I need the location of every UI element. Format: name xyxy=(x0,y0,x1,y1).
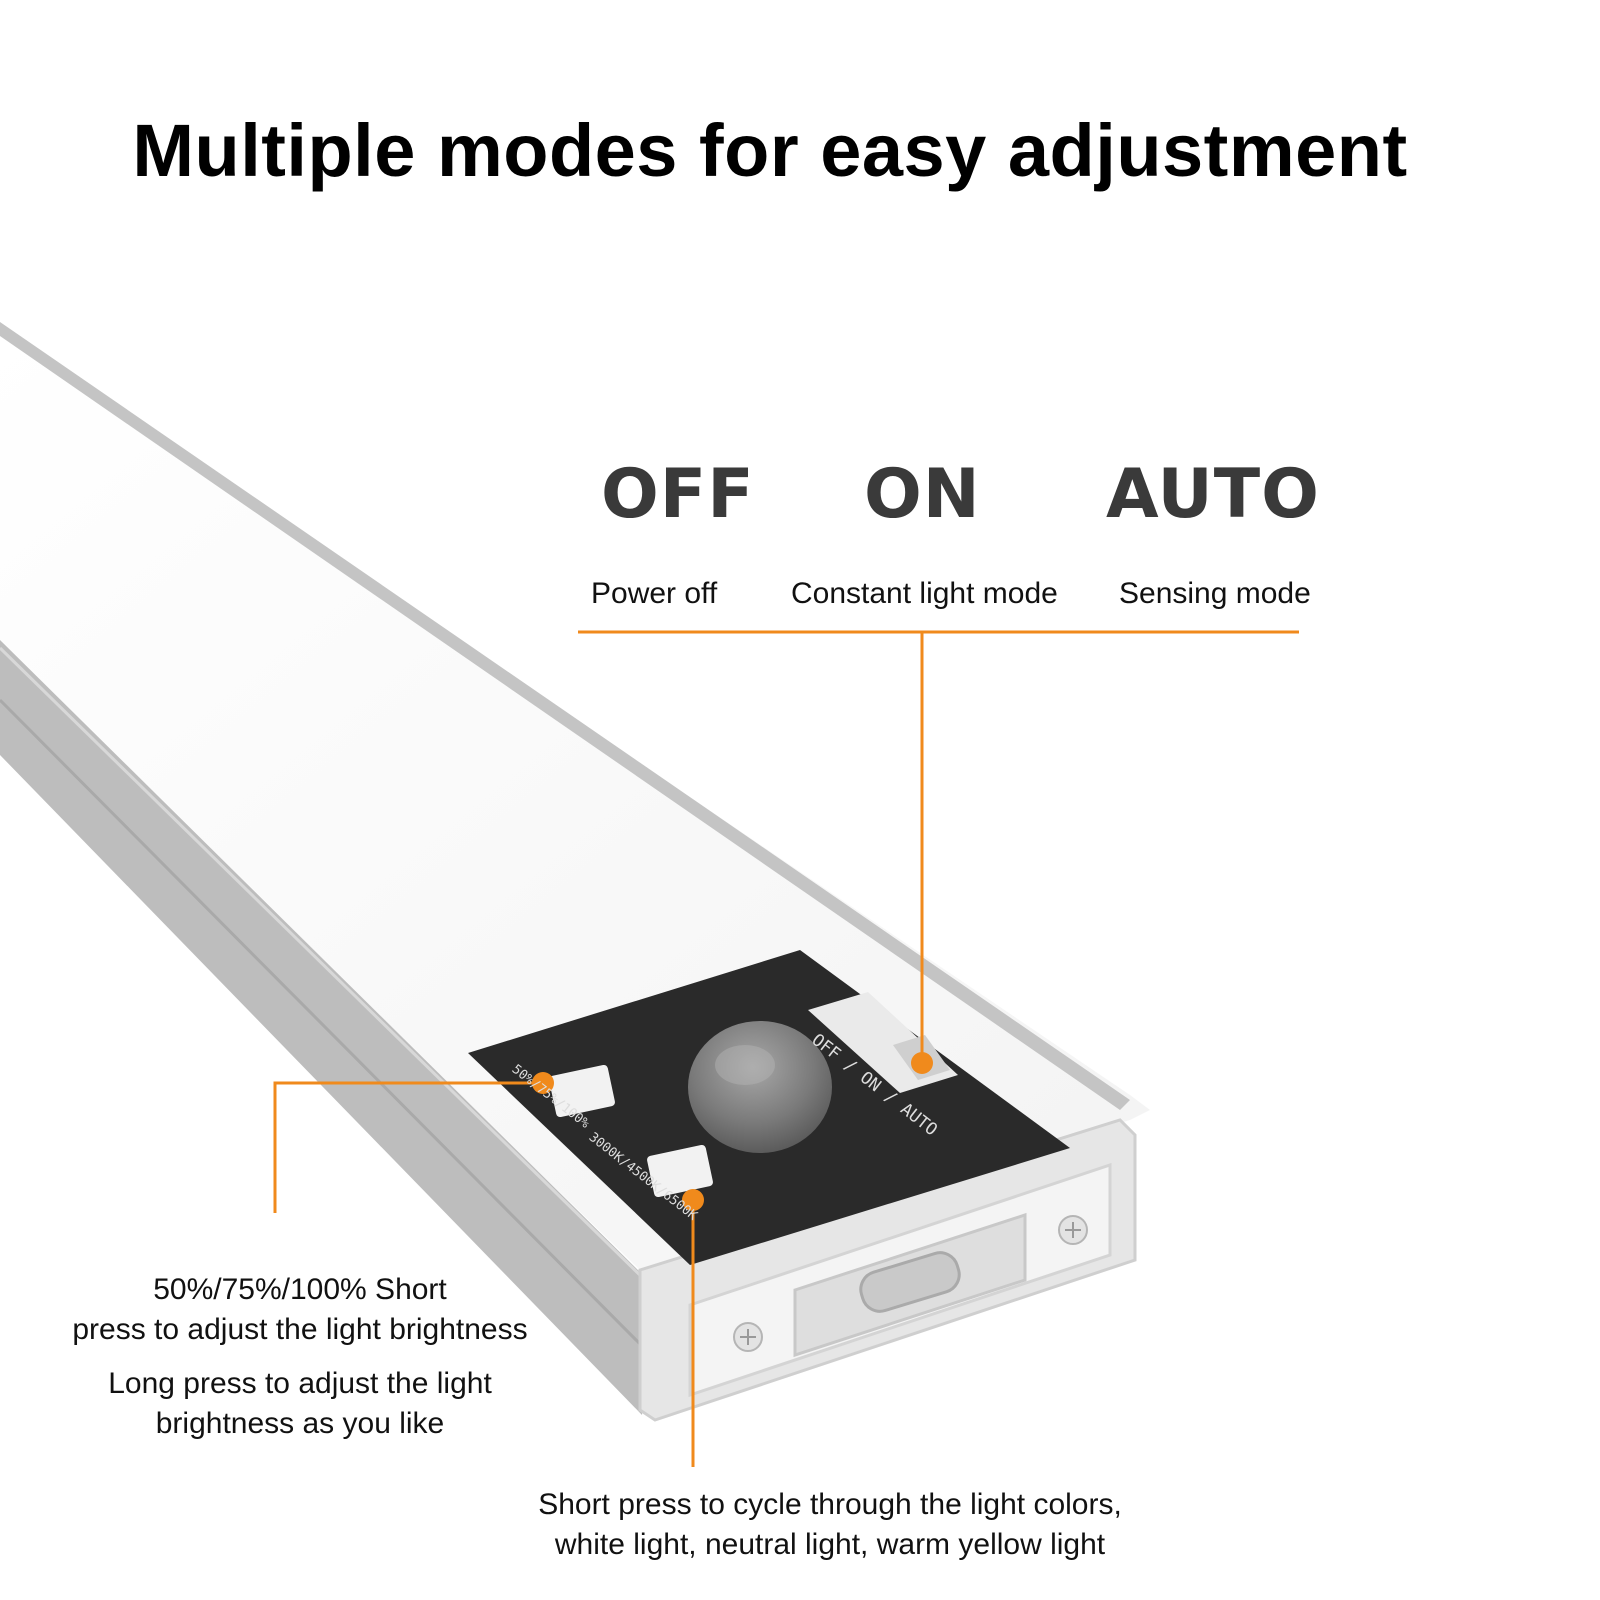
brightness-note-line1: 50%/75%/100% Short xyxy=(153,1273,447,1306)
brightness-note: 50%/75%/100% Short press to adjust the l… xyxy=(20,1270,580,1444)
brightness-button xyxy=(549,1064,615,1118)
screw-left xyxy=(733,1322,763,1352)
mode-on-label: ON xyxy=(864,455,981,534)
color-note: Short press to cycle through the light c… xyxy=(480,1485,1180,1565)
page-title: Multiple modes for easy adjustment xyxy=(132,109,1408,192)
callout-lines xyxy=(273,630,1299,1467)
color-callout-dot xyxy=(682,1189,704,1211)
color-button xyxy=(647,1144,713,1198)
mode-off-label: OFF xyxy=(601,455,755,534)
mode-auto-description: Sensing mode xyxy=(1119,577,1311,610)
mode-auto-label: AUTO xyxy=(1106,455,1320,534)
mode-off-description: Power off xyxy=(591,577,718,610)
color-note-line1: Short press to cycle through the light c… xyxy=(538,1488,1122,1521)
brightness-callout-dot xyxy=(532,1072,554,1094)
brightness-note-line2: press to adjust the light brightness xyxy=(72,1313,528,1346)
brightness-note-line3: Long press to adjust the light xyxy=(108,1367,492,1400)
brightness-note-line4: brightness as you like xyxy=(155,1407,445,1440)
color-note-line2: white light, neutral light, warm yellow … xyxy=(554,1528,1106,1561)
mode-on-description: Constant light mode xyxy=(791,577,1058,610)
screw-right xyxy=(1058,1215,1088,1245)
bar-rim-top xyxy=(0,322,1130,1110)
usb-port xyxy=(859,1251,961,1313)
motion-sensor-dome xyxy=(688,1021,832,1153)
switch-callout-dot xyxy=(911,1052,933,1074)
